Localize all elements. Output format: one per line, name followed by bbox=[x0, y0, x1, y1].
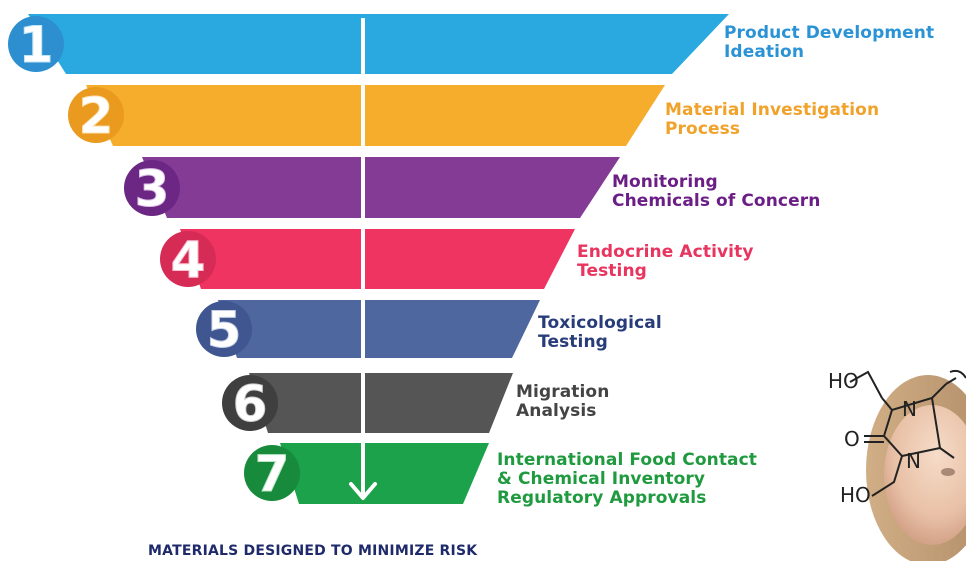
stage-1-label: Product Development Ideation bbox=[724, 24, 934, 62]
stage-4-number: 4 bbox=[171, 231, 206, 289]
stage-3-label: Monitoring Chemicals of Concern bbox=[612, 173, 820, 211]
molecule-n-top: N bbox=[902, 397, 917, 421]
stage-1-number: 1 bbox=[19, 16, 54, 74]
stage-7-label-line-2: & Chemical Inventory bbox=[497, 469, 706, 489]
stage-5-number: 5 bbox=[207, 301, 242, 359]
face-shape bbox=[884, 405, 966, 545]
stage-1-label-line-2: Ideation bbox=[724, 42, 805, 62]
stage-7-label-line-1: International Food Contact bbox=[497, 450, 758, 470]
molecule-drawing bbox=[849, 370, 957, 497]
stage-1-badge: 1 bbox=[8, 16, 64, 75]
stage-5-bar bbox=[218, 300, 540, 358]
stage-6-badge-circle bbox=[222, 375, 278, 431]
molecule-n-bottom: N bbox=[906, 449, 921, 473]
stage-3-label-line-1: Monitoring bbox=[612, 172, 718, 192]
stage-3-number: 3 bbox=[135, 160, 170, 218]
stage-2-bar bbox=[86, 85, 665, 146]
stage-3-bar bbox=[142, 157, 620, 218]
stage-2-number: 2 bbox=[79, 87, 114, 145]
molecule-ho-top: HO bbox=[828, 369, 859, 393]
stage-7-label: International Food Contact & Chemical In… bbox=[497, 451, 757, 508]
molecule-o-left: O bbox=[844, 427, 860, 451]
stage-4-label: Endocrine Activity Testing bbox=[577, 243, 754, 281]
stage-2-badge-circle bbox=[68, 87, 124, 143]
down-arrow-head bbox=[349, 482, 377, 500]
stage-1-bar bbox=[28, 14, 729, 74]
stage-7-bar bbox=[280, 443, 489, 504]
stage-3-label-line-2: Chemicals of Concern bbox=[612, 191, 821, 211]
stage-4-bar bbox=[180, 229, 575, 289]
stage-6-number: 6 bbox=[233, 375, 268, 433]
stage-5-label-line-2: Testing bbox=[538, 332, 608, 352]
stage-6-label-line-1: Migration bbox=[516, 382, 610, 402]
stage-4-label-line-1: Endocrine Activity bbox=[577, 242, 754, 262]
stage-5-badge: 5 bbox=[196, 301, 252, 360]
stage-2-label-line-1: Material Investigation bbox=[665, 100, 880, 120]
stage-1-badge-circle bbox=[8, 16, 64, 72]
caption: MATERIALS DESIGNED TO MINIMIZE RISK bbox=[148, 543, 478, 559]
stage-4-label-line-2: Testing bbox=[577, 261, 647, 281]
stage-6-label-line-2: Analysis bbox=[516, 401, 597, 421]
stage-5-label-line-1: Toxicological bbox=[538, 313, 662, 333]
molecule-ho-bottom: HO bbox=[840, 483, 871, 507]
scientist-photo: HO N O N HO bbox=[820, 350, 966, 561]
stage-4-badge-circle bbox=[160, 231, 216, 287]
stage-1-label-line-1: Product Development bbox=[724, 23, 935, 43]
stage-6-badge: 6 bbox=[222, 375, 278, 434]
molecule-ring-right bbox=[949, 369, 966, 379]
eye-shape bbox=[941, 468, 955, 476]
stage-2-label: Material Investigation Process bbox=[665, 101, 879, 139]
stage-3-badge-circle bbox=[124, 160, 180, 216]
funnel-bars bbox=[28, 14, 729, 504]
stage-7-badge-circle bbox=[244, 445, 300, 501]
stage-7-badge: 7 bbox=[244, 445, 300, 504]
stage-5-badge-circle bbox=[196, 301, 252, 357]
stage-4-badge: 4 bbox=[160, 231, 216, 290]
stage-2-badge: 2 bbox=[68, 87, 124, 146]
stage-3-badge: 3 bbox=[124, 160, 180, 219]
stage-2-label-line-2: Process bbox=[665, 119, 741, 139]
stage-5-label: Toxicological Testing bbox=[538, 314, 662, 352]
stage-6-label: Migration Analysis bbox=[516, 383, 609, 421]
down-arrow-icon bbox=[349, 18, 377, 500]
stage-7-label-line-3: Regulatory Approvals bbox=[497, 488, 707, 508]
stage-6-bar bbox=[249, 373, 513, 433]
stage-7-number: 7 bbox=[255, 445, 290, 503]
